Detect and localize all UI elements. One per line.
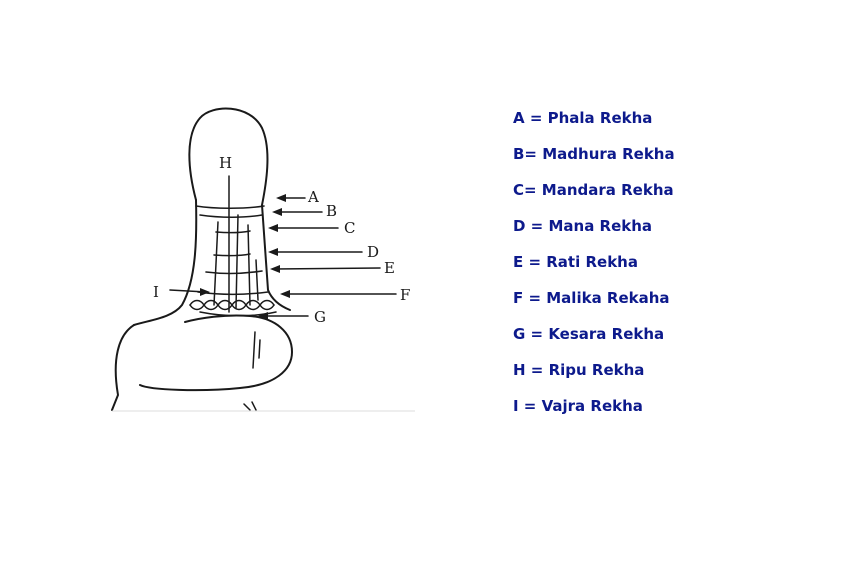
legend-item-d: D = Mana Rekha: [513, 217, 653, 235]
arrow-f: [280, 290, 397, 298]
label-g: G: [314, 308, 326, 326]
thumb-left-edge: [133, 199, 198, 326]
legend-item-a: A = Phala Rekha: [513, 109, 653, 127]
chain-line-i-lower: [189, 299, 275, 311]
arrow-i: [169, 288, 210, 296]
label-a: A: [307, 188, 319, 206]
legend: A = Phala Rekha B= Madhura Rekha C= Mand…: [513, 108, 675, 432]
line-a: [195, 205, 265, 209]
palm-crease: [252, 331, 256, 369]
line-b: [199, 214, 263, 218]
vertical-line-mid: [235, 214, 239, 309]
legend-item-e: E = Rati Rekha: [513, 253, 638, 271]
arrow-d: [268, 248, 363, 256]
palm-outline: [111, 324, 135, 411]
legend-item-b: B= Madhura Rekha: [513, 145, 675, 163]
label-f: F: [400, 286, 410, 304]
legend-item-f: F = Malika Rekaha: [513, 289, 670, 307]
label-d: D: [367, 243, 379, 261]
label-h: H: [219, 154, 232, 172]
legend-item-g: G = Kesara Rekha: [513, 325, 665, 343]
line-c: [215, 230, 251, 234]
legend-item-c: C= Mandara Rekha: [513, 181, 674, 199]
arrow-e: [270, 265, 381, 273]
label-c: C: [344, 219, 355, 237]
palm-mark: [243, 401, 257, 411]
legend-item-i: I = Vajra Rekha: [513, 397, 643, 415]
palm-crease-2: [258, 339, 261, 359]
label-i: I: [153, 283, 159, 301]
line-d: [213, 253, 251, 257]
line-e: [205, 270, 263, 275]
arrow-a: [276, 194, 306, 202]
thumb-outline: [188, 107, 291, 311]
legend-item-h: H = Ripu Rekha: [513, 361, 645, 379]
arrow-b: [272, 208, 323, 216]
arrow-c: [268, 224, 339, 232]
vertical-line-right: [247, 224, 251, 306]
arrow-g: [258, 312, 309, 320]
vertical-line-left: [213, 221, 219, 306]
label-b: B: [326, 202, 337, 220]
label-e: E: [384, 259, 395, 277]
palm-mound: [139, 314, 293, 392]
base-curve-g: [199, 311, 277, 317]
vertical-line-far-right: [255, 259, 259, 301]
